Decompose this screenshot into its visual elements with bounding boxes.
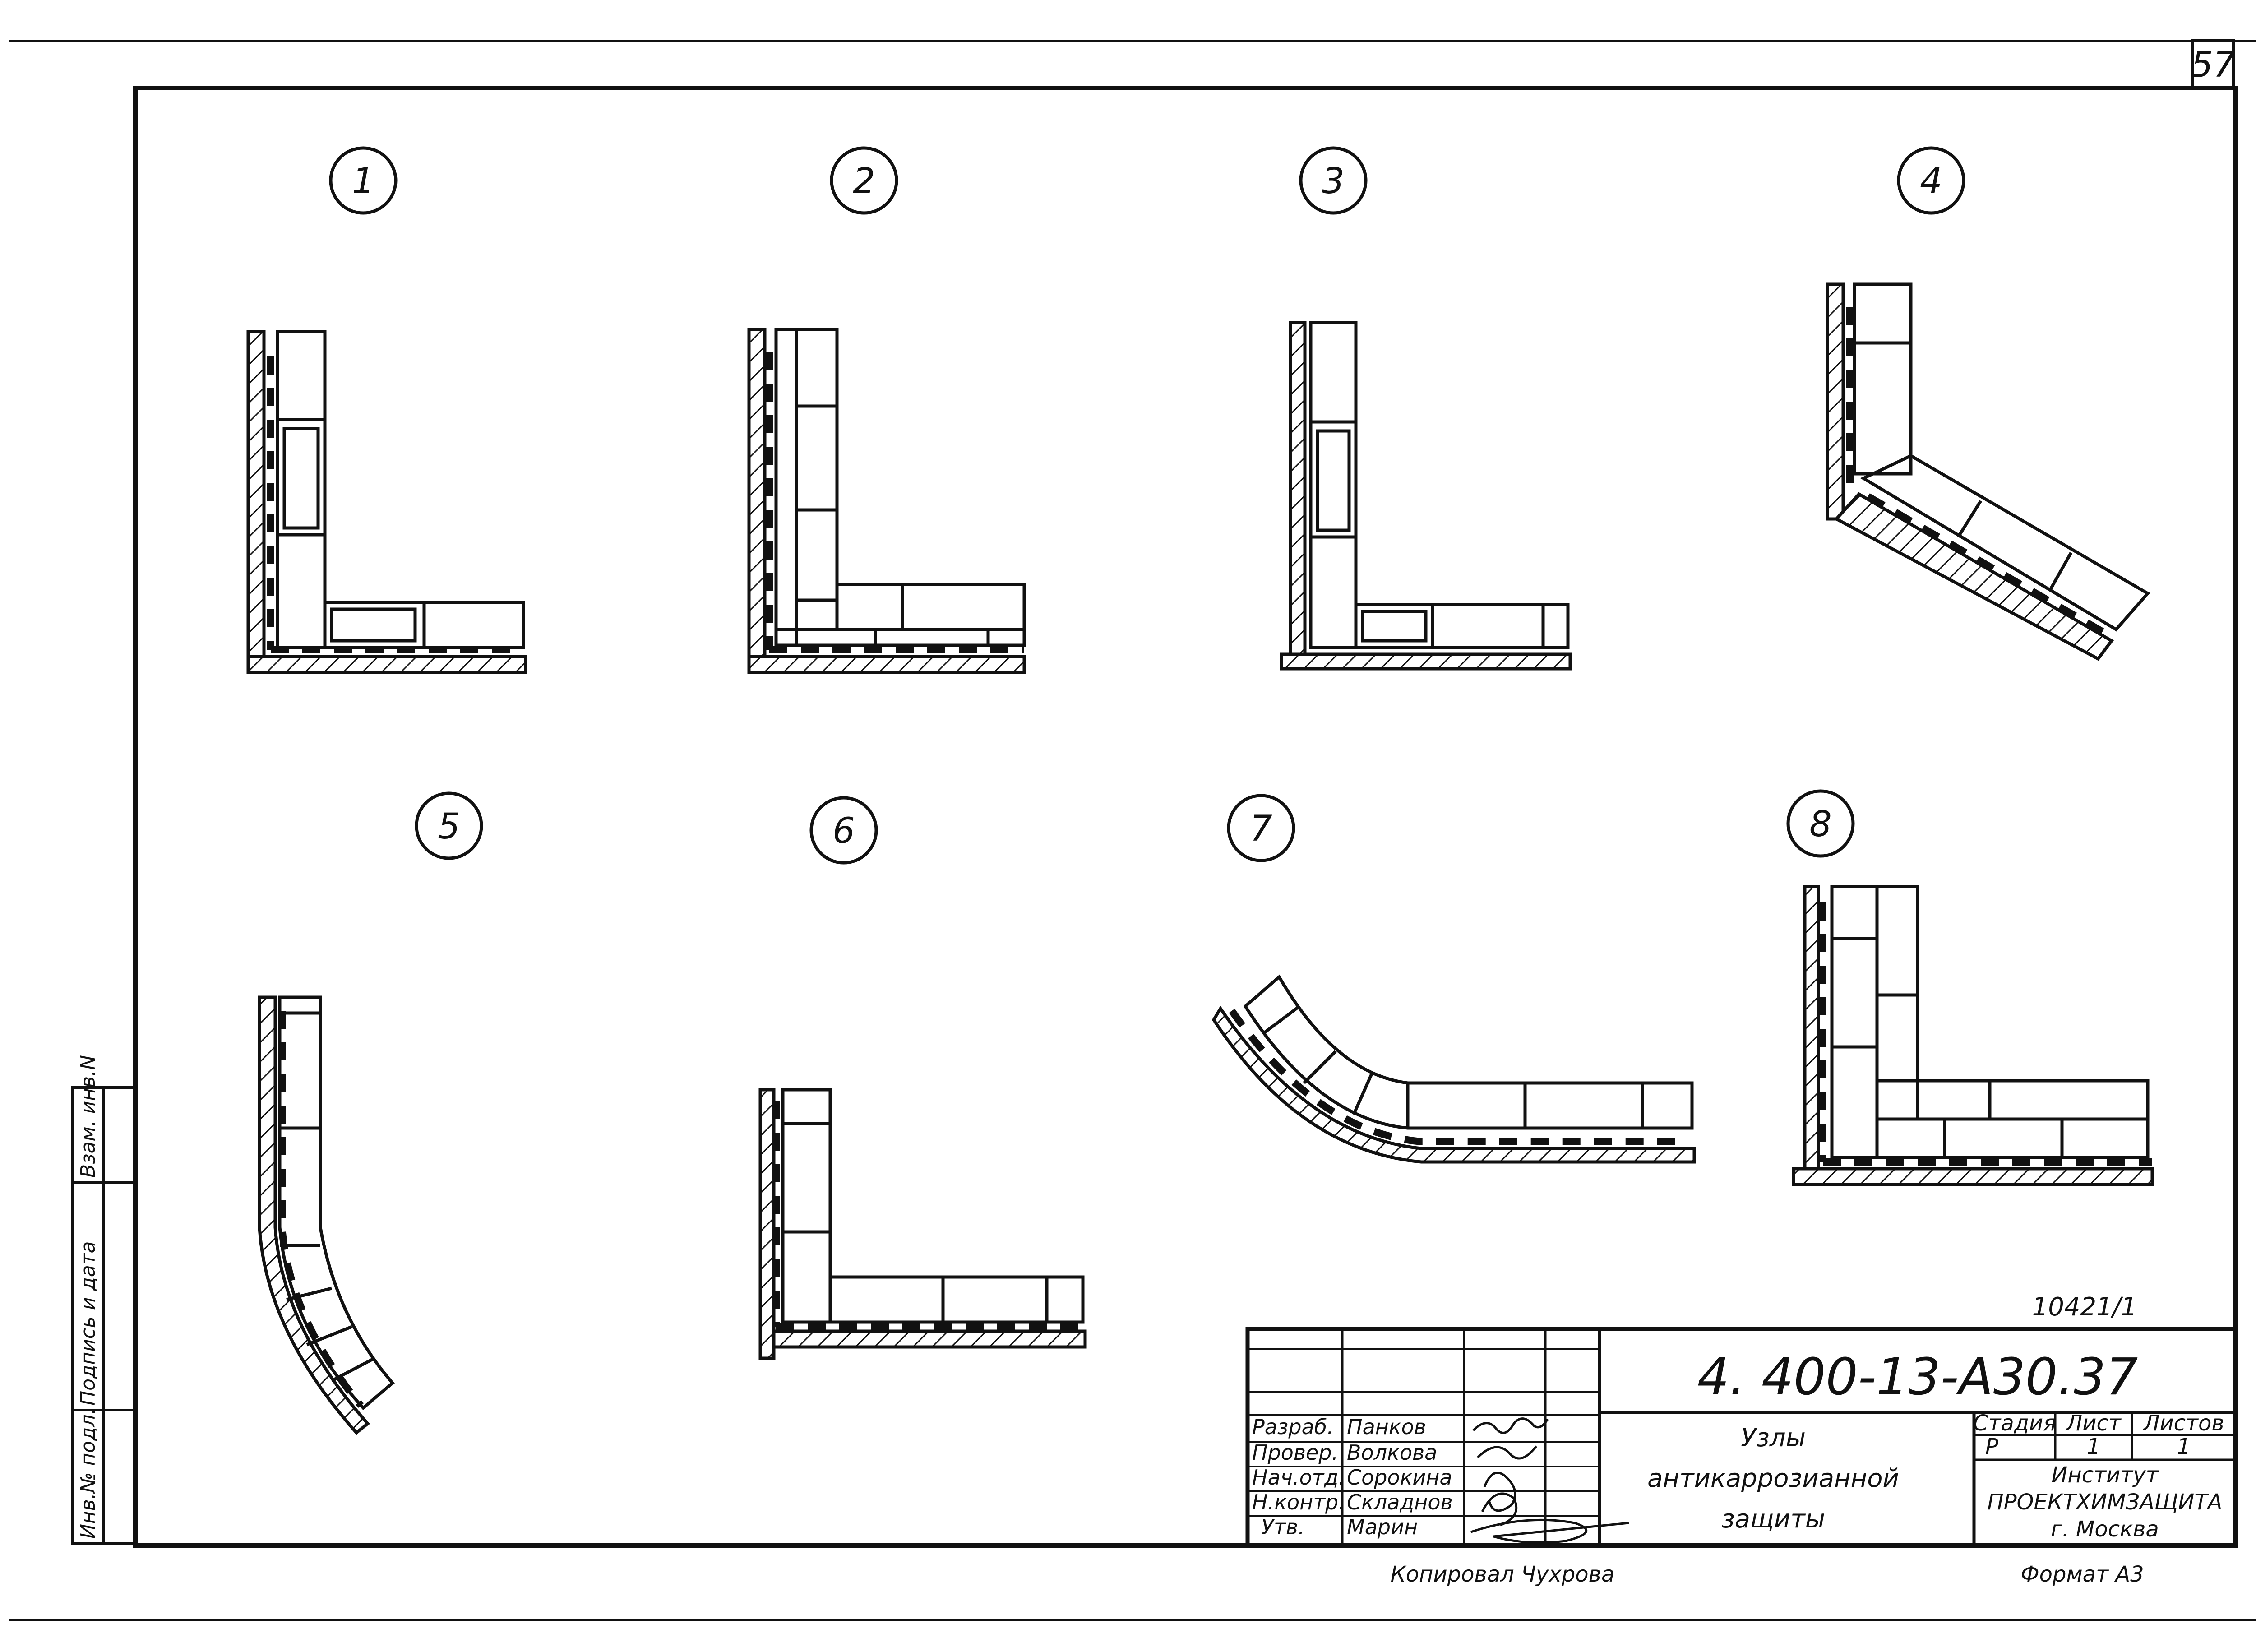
detail-number: 8	[1809, 804, 1832, 845]
detail-number: 2	[853, 161, 875, 202]
document-title-line-3: защиты	[1721, 1504, 1825, 1534]
detail-label-3: 3	[1299, 146, 1368, 215]
document-title-line-1: Узлы	[1741, 1423, 1806, 1453]
side-stamp-replace-inv: Взам. инв.N	[77, 1055, 100, 1178]
organization-line-3: г. Москва	[2051, 1517, 2159, 1542]
side-stamp-inv-original: Инв.№ подл.	[77, 1408, 100, 1539]
sheets-header: Листов	[2142, 1411, 2224, 1436]
signature-role: Утв.	[1261, 1515, 1305, 1539]
stage-header: Стадия	[1973, 1411, 2056, 1436]
signature-name: Марин	[1347, 1515, 1418, 1539]
detail-3-drawing	[1280, 321, 1572, 671]
sheet-value: 1	[2087, 1434, 2101, 1459]
detail-2-drawing	[747, 328, 1026, 674]
signature-name: Волкова	[1347, 1440, 1437, 1465]
detail-number: 1	[352, 161, 374, 202]
sheets-value: 1	[2177, 1434, 2191, 1459]
organization-line-2: ПРОЕКТХИМЗАЩИТА	[1988, 1490, 2223, 1515]
page-number: 57	[2191, 45, 2235, 85]
page-number-box: 57	[2191, 39, 2236, 89]
side-stamp	[71, 1086, 137, 1545]
signature-name: Сорокина	[1347, 1465, 1452, 1490]
stage-value: Р	[1985, 1434, 1998, 1459]
detail-label-4: 4	[1897, 146, 1965, 215]
sheet-header: Лист	[2065, 1411, 2122, 1436]
title-block-designation: 4. 400-13-А30.37	[1697, 1348, 2138, 1407]
detail-number: 6	[832, 811, 855, 851]
title-block	[1245, 1327, 2238, 1548]
detail-label-5: 5	[415, 791, 483, 860]
detail-number: 7	[1250, 809, 1272, 849]
detail-1-drawing	[246, 330, 527, 674]
detail-label-8: 8	[1786, 789, 1855, 858]
detail-8-drawing	[1792, 885, 2154, 1186]
archive-number: 10421/1	[2032, 1292, 2137, 1322]
detail-7-drawing	[1211, 974, 1696, 1164]
signature-role: Нач.отд.	[1252, 1465, 1345, 1490]
signature-role: Провер.	[1252, 1440, 1338, 1465]
detail-number: 5	[438, 806, 460, 847]
organization-line-1: Институт	[2051, 1462, 2159, 1488]
signature-name: Панков	[1347, 1415, 1426, 1439]
detail-6-drawing	[758, 1088, 1087, 1360]
detail-label-2: 2	[830, 146, 898, 215]
detail-label-1: 1	[329, 146, 398, 215]
detail-label-7: 7	[1227, 794, 1295, 862]
handwritten-signatures	[1470, 1417, 1629, 1544]
detail-number: 3	[1322, 161, 1345, 202]
detail-number: 4	[1920, 161, 1942, 202]
sheet-border	[9, 40, 2256, 1621]
document-title-line-2: антикаррозианной	[1647, 1464, 1899, 1493]
detail-label-6: 6	[809, 796, 878, 865]
signature-role: Разраб.	[1252, 1415, 1334, 1439]
detail-5-drawing	[258, 995, 395, 1435]
detail-4-drawing	[1826, 282, 2150, 661]
sheet-format: Формат А3	[2020, 1562, 2144, 1587]
side-stamp-sign-date: Подпись и дата	[77, 1241, 100, 1406]
copied-by: Копировал Чухрова	[1391, 1562, 1615, 1587]
signature-name: Складнов	[1347, 1490, 1453, 1514]
signature-role: Н.контр.	[1252, 1490, 1345, 1514]
